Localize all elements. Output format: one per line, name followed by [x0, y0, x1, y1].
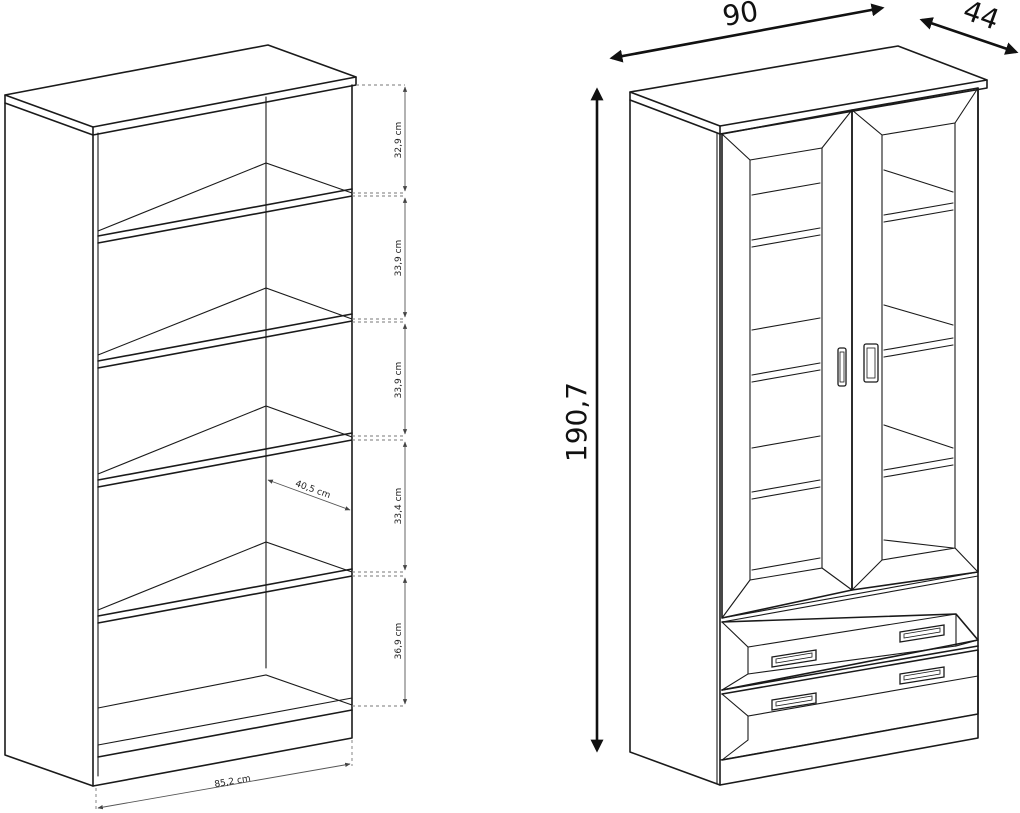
- left-glass-door: [721, 109, 853, 619]
- lower-drawer-right-handle: [899, 666, 945, 685]
- upper-drawer-right-handle: [899, 624, 945, 643]
- upper-drawer: [721, 613, 979, 691]
- shelf-height-dimensions: 32,9 cm 33,9 cm 33,9 cm 33,4 cm 36,9 cm: [352, 84, 408, 707]
- shelf-height-4-label: 33,4 cm: [394, 488, 404, 525]
- glass-door-cabinet-drawing: 90 44 190,7: [560, 0, 1019, 786]
- cabinet-height-dimension: 190,7: [560, 87, 604, 753]
- depth-label: 40,5 cm: [294, 479, 332, 501]
- shelf-height-1-label: 32,9 cm: [394, 122, 404, 159]
- width-label: 85,2 cm: [214, 774, 252, 790]
- right-glass-door: [851, 87, 979, 591]
- shelf-3: [97, 405, 353, 488]
- cabinet-depth-label: 44: [959, 0, 1004, 37]
- door-handles: [837, 343, 879, 387]
- shelf-height-2-label: 33,9 cm: [394, 240, 404, 277]
- cabinet-width-label: 90: [720, 0, 761, 33]
- shelf-4: [97, 541, 353, 624]
- open-bookcase-drawing: 32,9 cm 33,9 cm 33,9 cm 33,4 cm 36,9 cm …: [4, 44, 408, 812]
- lower-drawer-left-handle: [771, 692, 817, 711]
- cabinet-width-dimension: 90: [609, 0, 885, 63]
- shelf-height-3-label: 33,9 cm: [394, 362, 404, 399]
- shelf-height-5-label: 36,9 cm: [394, 623, 404, 660]
- lower-drawer: [721, 645, 979, 761]
- shelf-2: [97, 287, 353, 369]
- shelf-1: [97, 162, 353, 244]
- shelf-bottom: [97, 674, 353, 709]
- upper-drawer-left-handle: [771, 649, 817, 668]
- depth-dimension: 40,5 cm: [267, 479, 351, 511]
- cabinet-height-label: 190,7: [560, 382, 593, 462]
- cabinet-depth-dimension: 44: [919, 0, 1019, 55]
